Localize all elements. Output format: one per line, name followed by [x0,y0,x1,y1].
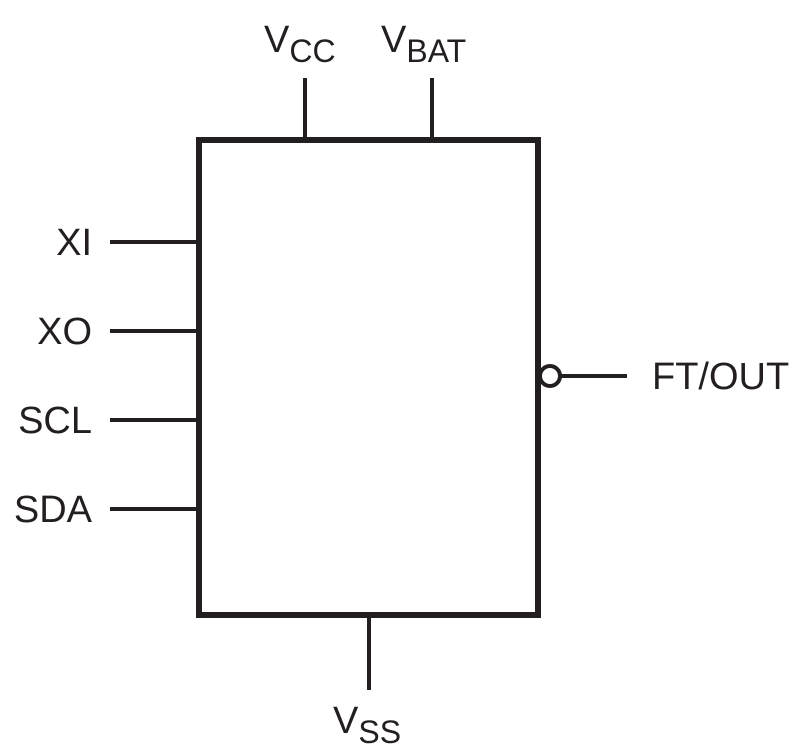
vbat-label: VBAT [381,19,466,69]
vcc-label: VCC [264,19,336,69]
xo-label: XO [37,311,92,353]
chip-body [196,137,541,618]
scl-label: SCL [18,400,92,442]
xi-label: XI [56,222,92,264]
sda-label: SDA [14,489,93,531]
ft-out-inversion-bubble [538,364,562,388]
vss-label: VSS [333,700,401,750]
ft-out-label: FT/OUT [652,356,789,398]
